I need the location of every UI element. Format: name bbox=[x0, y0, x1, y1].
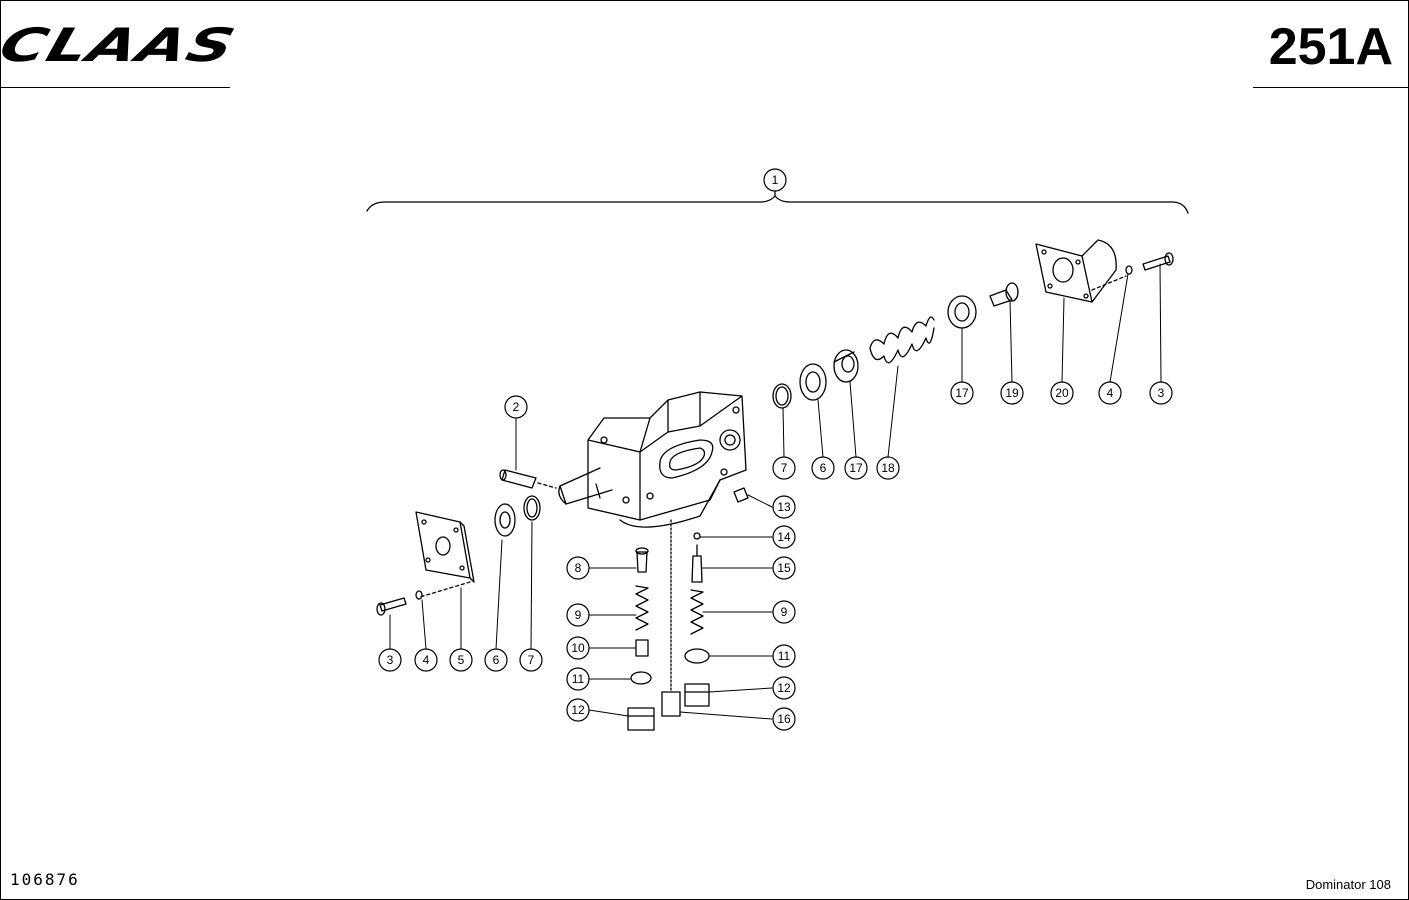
callout-6-left bbox=[484, 648, 508, 672]
svg-text:1: 1 bbox=[772, 173, 779, 187]
valve-body bbox=[558, 391, 747, 528]
svg-text:3: 3 bbox=[1158, 386, 1165, 400]
callout-7-right bbox=[772, 456, 796, 480]
callout-circles bbox=[378, 168, 1173, 731]
o-ring-7-left bbox=[523, 495, 541, 521]
callout-12-left bbox=[566, 698, 590, 722]
callout-19 bbox=[1000, 381, 1024, 405]
callout-6-right bbox=[811, 456, 835, 480]
callout-3-left bbox=[378, 648, 402, 672]
callout-13 bbox=[772, 495, 796, 519]
svg-text:2: 2 bbox=[513, 400, 520, 414]
fitting-13 bbox=[733, 487, 749, 503]
svg-text:12: 12 bbox=[571, 703, 585, 717]
callout-4-left bbox=[414, 648, 438, 672]
o-ring-11-left bbox=[630, 671, 652, 685]
svg-text:5: 5 bbox=[458, 653, 465, 667]
cover-plate bbox=[415, 511, 475, 598]
sleeve-17-left bbox=[833, 349, 859, 383]
seal-ring-6-right bbox=[799, 363, 827, 401]
plug-16 bbox=[661, 519, 681, 717]
flange-cover-20 bbox=[1035, 239, 1127, 303]
svg-text:11: 11 bbox=[572, 672, 585, 686]
svg-text:18: 18 bbox=[881, 461, 895, 475]
svg-text:12: 12 bbox=[777, 681, 791, 695]
svg-text:17: 17 bbox=[849, 461, 863, 475]
callout-17-right bbox=[950, 381, 974, 405]
svg-text:9: 9 bbox=[575, 608, 582, 622]
callout-10 bbox=[566, 636, 590, 660]
spring-9-left bbox=[635, 585, 649, 631]
callout-9-left bbox=[566, 603, 590, 627]
sleeve-17-right bbox=[947, 295, 977, 329]
plunger-19 bbox=[989, 282, 1019, 307]
svg-text:10: 10 bbox=[571, 641, 585, 655]
svg-text:4: 4 bbox=[423, 653, 430, 667]
callout-15 bbox=[772, 556, 796, 580]
document-number: 106876 bbox=[10, 870, 80, 889]
callout-8 bbox=[566, 556, 590, 580]
callout-2 bbox=[504, 395, 528, 419]
o-ring-7-right bbox=[772, 383, 792, 409]
svg-text:17: 17 bbox=[955, 386, 969, 400]
spring-9-right bbox=[690, 589, 704, 635]
spring-18 bbox=[869, 316, 935, 364]
header-rule-right bbox=[1253, 87, 1409, 88]
svg-text:6: 6 bbox=[493, 653, 500, 667]
washer-left bbox=[415, 590, 423, 600]
callout-14 bbox=[772, 525, 796, 549]
svg-text:19: 19 bbox=[1005, 386, 1019, 400]
page-code: 251A bbox=[1268, 18, 1393, 76]
sleeve-10 bbox=[635, 639, 649, 657]
header-rule-left bbox=[0, 87, 230, 88]
callout-3-right bbox=[1149, 381, 1173, 405]
seal-ring-6-left bbox=[494, 503, 516, 537]
svg-text:11: 11 bbox=[778, 649, 791, 663]
svg-text:6: 6 bbox=[820, 461, 827, 475]
svg-text:15: 15 bbox=[777, 561, 791, 575]
plug-12-left bbox=[627, 707, 655, 731]
svg-text:7: 7 bbox=[528, 653, 535, 667]
svg-text:13: 13 bbox=[777, 500, 791, 514]
callout-11-left bbox=[566, 667, 590, 691]
callout-11-right bbox=[772, 644, 796, 668]
callout-12-right bbox=[772, 676, 796, 700]
callout-20 bbox=[1050, 381, 1074, 405]
callout-9-right bbox=[772, 600, 796, 624]
callout-5 bbox=[449, 648, 473, 672]
svg-text:4: 4 bbox=[1107, 386, 1114, 400]
svg-text:20: 20 bbox=[1055, 386, 1069, 400]
assembly-brace bbox=[366, 195, 1189, 214]
svg-text:9: 9 bbox=[781, 605, 788, 619]
model-name: Dominator 108 bbox=[1305, 877, 1391, 892]
callout-18 bbox=[876, 456, 900, 480]
callout-4-right bbox=[1098, 381, 1122, 405]
ball-14 bbox=[693, 532, 701, 540]
plug-12-right bbox=[684, 683, 710, 707]
callout-1 bbox=[763, 168, 787, 192]
o-ring-11-right bbox=[684, 648, 710, 664]
callout-16 bbox=[772, 707, 796, 731]
callout-7-left bbox=[519, 648, 543, 672]
bolt-right bbox=[1142, 252, 1174, 271]
washer-right bbox=[1125, 265, 1133, 275]
callout-17-left bbox=[844, 456, 868, 480]
leader-lines bbox=[389, 263, 1162, 720]
valve-15 bbox=[691, 544, 703, 583]
svg-text:16: 16 bbox=[777, 712, 791, 726]
pin-part bbox=[499, 469, 557, 489]
bolt-left bbox=[376, 597, 407, 616]
svg-text:7: 7 bbox=[781, 461, 788, 475]
svg-text:3: 3 bbox=[387, 653, 394, 667]
svg-text:14: 14 bbox=[777, 530, 791, 544]
svg-text:8: 8 bbox=[575, 561, 582, 575]
callout-labels: 1 2 3 4 5 6 7 8 9 10 11 12 13 14 15 9 11… bbox=[387, 173, 1165, 726]
piston-8 bbox=[635, 547, 649, 573]
